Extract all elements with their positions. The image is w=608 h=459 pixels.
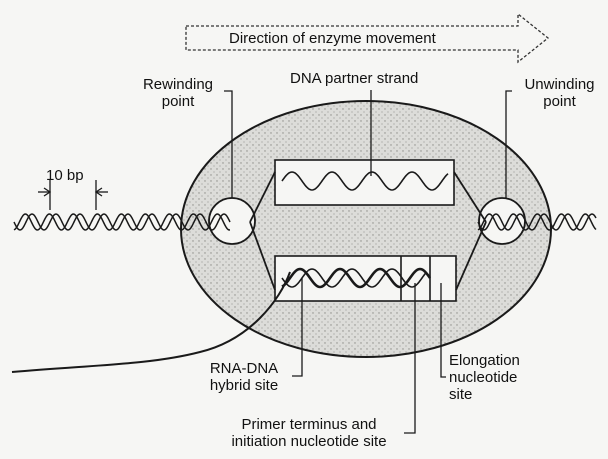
- direction-label: Direction of enzyme movement: [229, 30, 436, 47]
- hybrid-site-label: RNA-DNA hybrid site: [196, 360, 292, 394]
- elongation-label-line2: nucleotide: [449, 369, 520, 386]
- bp-scale-marker: [38, 180, 108, 210]
- unwinding-label-line2: point: [512, 93, 607, 110]
- partner-strand-box: [275, 160, 454, 205]
- hybrid-label-line1: RNA-DNA: [196, 360, 292, 377]
- rewinding-label-line2: point: [128, 93, 228, 110]
- unwinding-point-label: Unwinding point: [512, 76, 607, 110]
- rewinding-point-circle: [209, 198, 255, 244]
- rewinding-point-label: Rewinding point: [128, 76, 228, 110]
- bp-scale-label: 10 bp: [46, 167, 84, 184]
- unwinding-label-line1: Unwinding: [512, 76, 607, 93]
- rewinding-label-line1: Rewinding: [128, 76, 228, 93]
- primer-label-line2: initiation nucleotide site: [214, 433, 404, 450]
- elongation-label-line1: Elongation: [449, 352, 520, 369]
- primer-label-line1: Primer terminus and: [214, 416, 404, 433]
- elongation-label-line3: site: [449, 386, 520, 403]
- hybrid-label-line2: hybrid site: [196, 377, 292, 394]
- elongation-site-label: Elongation nucleotide site: [449, 352, 520, 403]
- partner-strand-label: DNA partner strand: [290, 70, 418, 87]
- primer-site-label: Primer terminus and initiation nucleotid…: [214, 416, 404, 450]
